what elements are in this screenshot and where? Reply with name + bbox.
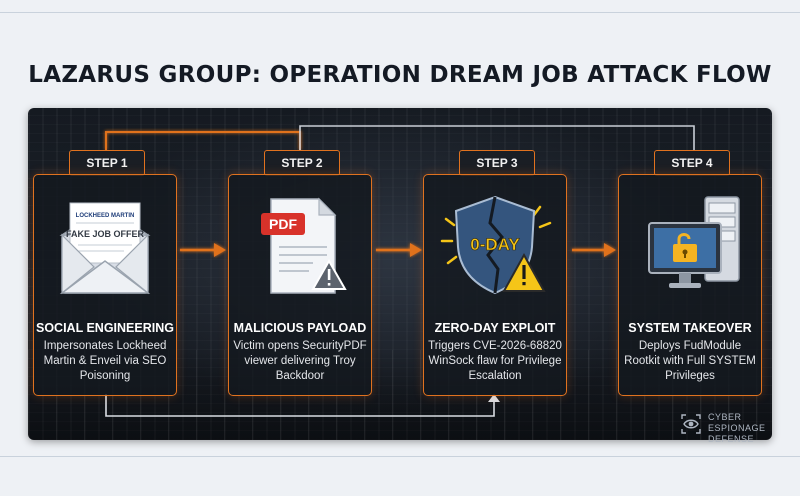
- svg-text:0-DAY: 0-DAY: [470, 235, 520, 254]
- step-4-description: Deploys FudModule Rootkit with Full SYST…: [624, 340, 756, 382]
- step-3-description: Triggers CVE-2026-68820 WinSock flaw for…: [428, 340, 562, 382]
- arrow-step2-to-step3: [376, 243, 422, 257]
- step-2-description: Victim opens SecurityPDF viewer deliveri…: [233, 340, 367, 382]
- step-4-card: SYSTEM TAKEOVER Deploys FudModule Rootki…: [618, 174, 762, 396]
- svg-text:PDF: PDF: [269, 216, 297, 232]
- svg-text:FAKE JOB OFFER: FAKE JOB OFFER: [66, 229, 145, 239]
- step-1-badge: STEP 1: [69, 150, 145, 176]
- svg-text:LOCKHEED MARTIN: LOCKHEED MARTIN: [76, 213, 135, 219]
- pdf-warning-icon: PDF: [261, 197, 347, 294]
- step-3-badge: STEP 3: [459, 150, 535, 176]
- step-1-card: LOCKHEED MARTIN FAKE JOB OFFER SOCIAL EN…: [33, 174, 177, 396]
- arrow-step1-to-step2: [180, 243, 226, 257]
- top-divider: [0, 12, 800, 13]
- unlocked-server-icon: [648, 196, 740, 288]
- brand-line-2: DEFENSE: [708, 434, 755, 444]
- eye-icon: [681, 414, 701, 434]
- step-3-title: ZERO-DAY EXPLOIT: [434, 321, 556, 335]
- step-4-title: SYSTEM TAKEOVER: [628, 321, 752, 335]
- brand-line-1: CYBER ESPIONAGE: [708, 412, 766, 433]
- step-2-title: MALICIOUS PAYLOAD: [233, 321, 367, 335]
- connector-bottom: [105, 394, 495, 417]
- step-3-card: 0-DAY ZERO-DAY EXPLOIT Triggers CVE-2026…: [423, 174, 567, 396]
- step-1-description: Impersonates Lockheed Martin & Enveil vi…: [43, 340, 167, 382]
- step-4-badge: STEP 4: [654, 150, 730, 176]
- page-title: LAZARUS GROUP: OPERATION DREAM JOB ATTAC…: [28, 62, 772, 88]
- broken-shield-icon: 0-DAY: [440, 195, 552, 295]
- step-2-card: PDF MALICIOUS PAYLOAD Victim opens Secur…: [228, 174, 372, 396]
- arrow-step3-to-step4: [572, 243, 616, 257]
- step-1-title: SOCIAL ENGINEERING: [36, 321, 174, 335]
- connector-top-gray: [299, 125, 695, 150]
- connector-bottom-arrowhead: [488, 394, 500, 402]
- envelope-job-offer-icon: LOCKHEED MARTIN FAKE JOB OFFER: [59, 202, 151, 295]
- bottom-divider: [0, 456, 800, 457]
- connector-top-orange: [105, 131, 301, 150]
- step-2-badge: STEP 2: [264, 150, 340, 176]
- brand-logo: CYBER ESPIONAGE DEFENSE: [680, 412, 790, 444]
